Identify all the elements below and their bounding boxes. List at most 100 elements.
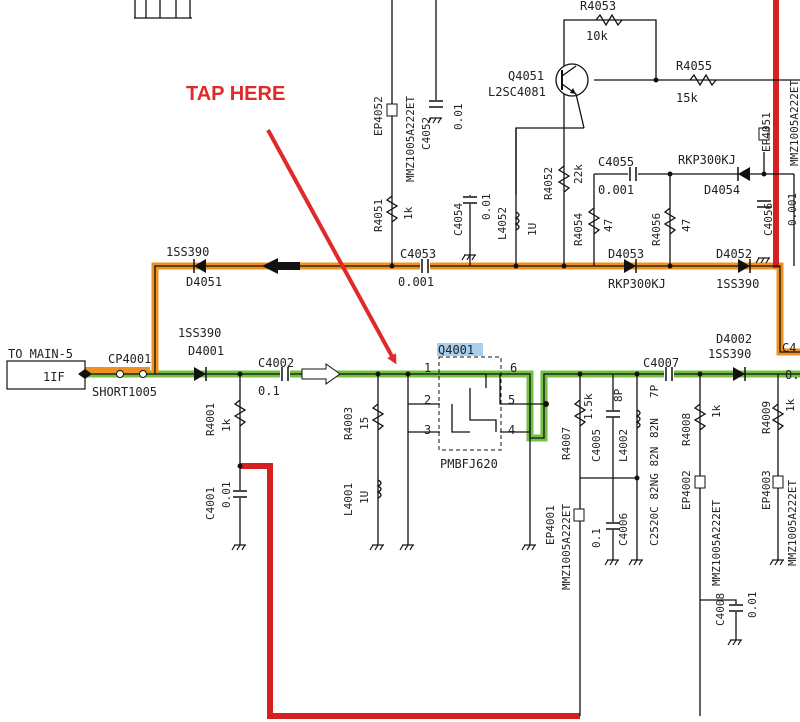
diode-d4001: 1SS390 D4001 [178,326,224,381]
signal-arrow-hollow [301,363,341,385]
short1005-label: SHORT1005 [92,385,157,399]
inductor-l4001: L4001 1U [342,479,382,516]
d4053-label: D4053 [608,247,644,261]
r4056-val-label: 47 [680,219,693,232]
transistor-q4051: Q4051 L2SC4081 [488,63,589,129]
d4001-part-label: 1SS390 [178,326,221,340]
r4053-label: R4053 [580,0,616,13]
q4001-label: Q4001 [438,343,474,357]
c4052-label: C4052 [420,117,433,150]
ep4002: EP4002 MMZ1005A222ET [680,470,723,586]
d4052-label: D4052 [716,247,752,261]
connector-label: TO MAIN-5 [8,347,73,361]
transistor-q4001: Q4001 1 2 3 6 5 4 PMBFJ620 [424,343,517,471]
orange-trace-top [151,262,800,374]
rkp-top-label: RKP300KJ [678,153,736,167]
red-trace-bottom [240,463,580,719]
c4053-label: C4053 [400,247,436,261]
r4007-label: R4007 [560,427,573,460]
c4056-val-label: 0.001 [786,193,799,226]
capacitor-c4053: C4053 0.001 [398,247,436,289]
l4002-label: L4002 [617,429,630,462]
pin5-label: 5 [508,393,515,407]
pin3-label: 3 [424,423,431,437]
r4053-val-label: 10k [586,29,608,43]
r4008-label: R4008 [680,413,693,446]
resistor-r4056: R4056 47 [650,207,693,246]
l4002-val-label: 7P [648,384,661,398]
inductor-l4052: L4052 1U [496,207,539,240]
c4002-label: C4002 [258,356,294,370]
pin1-label: 1 [424,361,431,375]
r4008-val-label: 1k [710,404,723,418]
ep4052-label: EP4052 [372,96,385,136]
capacitor-c4054: C4054 0.01 [452,194,493,237]
capacitor-c4006: 0.1 C4006 C2520C 82NG 82N [590,447,661,548]
ep4003-label: EP4003 [760,470,773,510]
c4052-val-label: 0.01 [452,104,465,131]
ep4001-label: EP4001 [544,505,557,545]
d4051-part-label: 1SS390 [166,245,209,259]
c4-cut-label: C4 [782,341,796,355]
pin6-label: 6 [510,361,517,375]
c4055-val-label: 0.001 [598,183,634,197]
ep4052: EP4052 MMZ1005A222ET [372,96,417,182]
ep4002-label: EP4002 [680,470,693,510]
diode-d4052: D4052 1SS390 [716,247,759,291]
capacitor-c4001: C4001 0.01 [204,482,248,520]
d4052-part-label: 1SS390 [716,277,759,291]
c4002-val-label: 0.1 [258,384,280,398]
c4001-val-label: 0.01 [220,482,233,509]
d4054-label: D4054 [704,183,740,197]
capacitor-c4056: C4056 0.001 [756,193,799,236]
c4056-label: C4056 [762,203,775,236]
diode-d4054: RKP300KJ D4054 [678,153,750,197]
r4003-val-label: 15 [358,417,371,430]
c4005-label: C4005 [590,429,603,462]
resistor-r4001: R4001 1k [204,399,247,436]
c4001-label: C4001 [204,487,217,520]
ep4051-label: EP4051 [760,112,773,152]
ep4003-part-label: MMZ1005A222ET [786,480,799,566]
resistor-r4055: R4055 15k [676,59,717,105]
cp4001-label: CP4001 [108,352,151,366]
tap-here-arrow [266,129,397,365]
c4007-label: C4007 [643,356,679,370]
r4001-val-label: 1k [220,418,233,432]
black-arrow-left [262,258,300,274]
l4001-val-label: 1U [358,491,371,504]
r4055-label: R4055 [676,59,712,73]
ep4051: EP4051 MMZ1005A222ET [758,80,800,166]
ep4001: EP4001 MMZ1005A222ET [544,504,585,590]
resistor-r4051: R4051 1k [372,195,415,232]
c2520c-label: C2520C 82NG 82N [648,447,661,546]
ep4052-part-label: MMZ1005A222ET [404,96,417,182]
r4054-val-label: 47 [602,219,615,232]
r4003-label: R4003 [342,407,355,440]
l4002-part-label: 82N [648,418,661,438]
dot-cut-label: 0. [785,368,799,382]
r4052-val-label: 22k [572,164,585,184]
c4006-val-label: 0.1 [590,528,603,548]
c4054-val-label: 0.01 [480,194,493,221]
d4002-label: D4002 [716,332,752,346]
l4052-label: L4052 [496,207,509,240]
resistor-r4053: R4053 10k [580,0,623,43]
r4056-label: R4056 [650,213,663,246]
ep4002-part-label: MMZ1005A222ET [710,500,723,586]
r4009-val-label: 1k [784,398,797,412]
c4054-label: C4054 [452,203,465,236]
d4001-label: D4001 [188,344,224,358]
connector-pin: 1IF [43,370,65,384]
l4001-label: L4001 [342,483,355,516]
inductor-l4002: L4002 7P 82N [617,384,661,462]
l2sc4081-label: L2SC4081 [488,85,546,99]
r4051-val-label: 1k [402,206,415,220]
diode-d4051: 1SS390 D4051 [166,245,222,289]
c4005-val-label: 8P [612,388,625,402]
c4055-label: C4055 [598,155,634,169]
capacitor-c4052: C4052 0.01 [420,100,465,150]
pin4-label: 4 [508,423,515,437]
resistor-r4009: R4009 1k [760,398,797,434]
